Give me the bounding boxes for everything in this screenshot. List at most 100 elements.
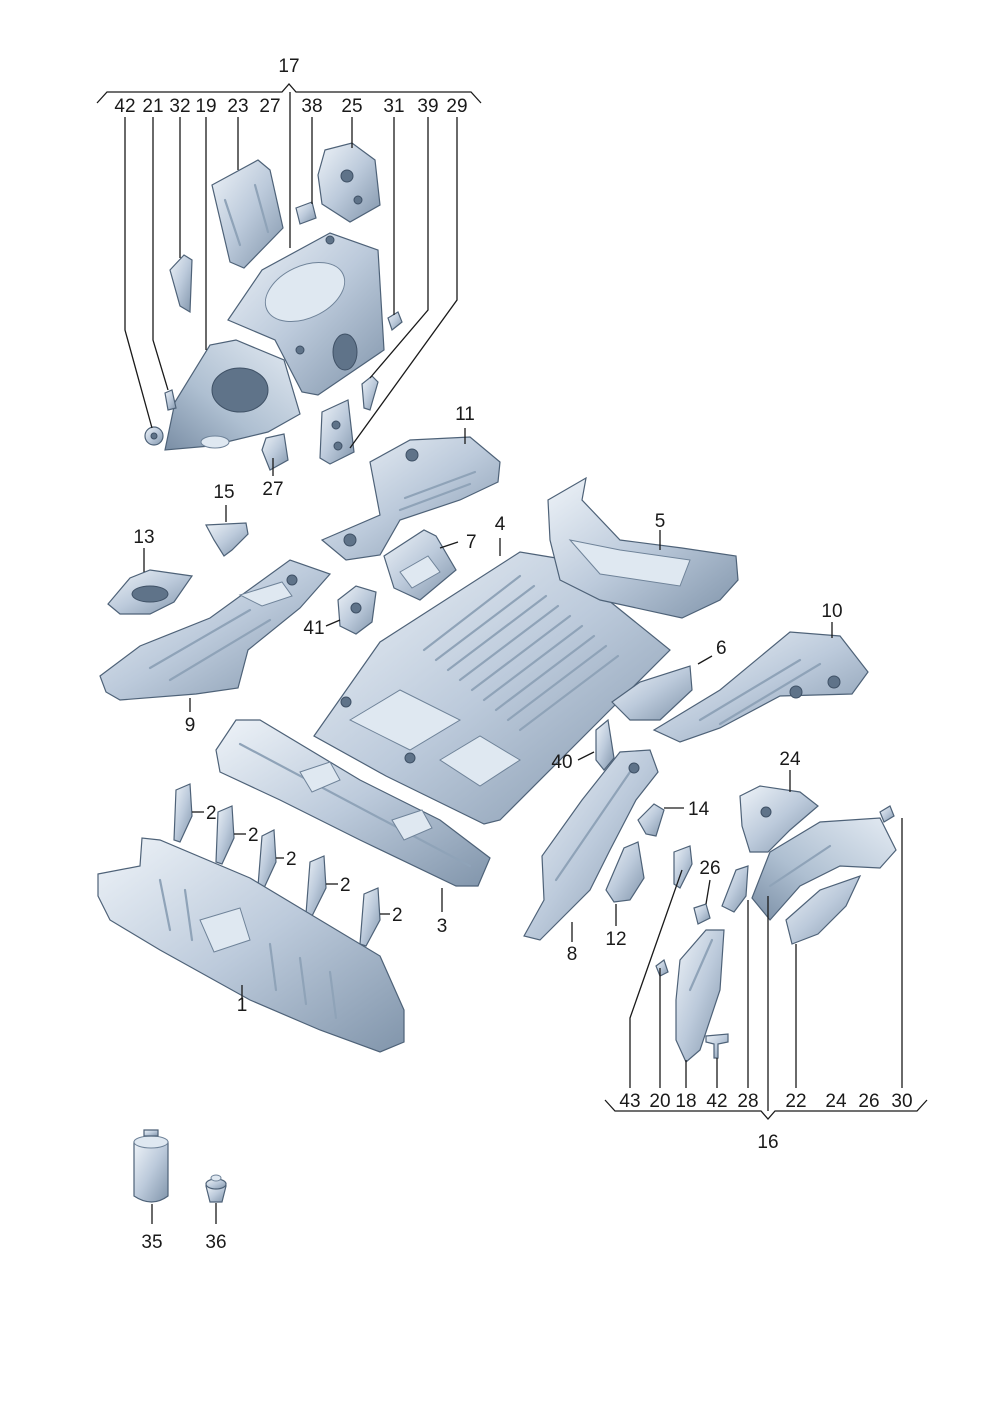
part-43-clip	[673, 845, 693, 889]
label-1: 1	[237, 995, 248, 1016]
label-2d: 2	[340, 875, 351, 896]
label-2c: 2	[286, 849, 297, 870]
label-27-cap: 27	[262, 479, 283, 500]
group-label-16: 16	[757, 1132, 778, 1153]
label-2b: 2	[248, 825, 259, 846]
part-31-clip	[387, 311, 403, 332]
label-7: 7	[466, 532, 477, 553]
part-4-floor-pan	[313, 538, 671, 825]
label-40: 40	[551, 752, 572, 773]
part-13-bracket	[107, 548, 194, 615]
top-leader-lines	[124, 92, 458, 476]
label-38: 38	[301, 96, 322, 117]
part-10-side-panel	[652, 622, 869, 743]
part-18-panel	[675, 929, 725, 1063]
part-8-side-member-right	[523, 749, 659, 942]
part-27-cap	[261, 433, 289, 471]
label-3: 3	[437, 916, 448, 937]
part-36-plug	[205, 1174, 227, 1224]
label-27-top: 27	[259, 96, 280, 117]
label-26-mid: 26	[699, 858, 720, 879]
label-42-bottom: 42	[706, 1091, 727, 1112]
label-12: 12	[605, 929, 626, 950]
part-15-bracket	[205, 505, 249, 557]
label-28: 28	[737, 1091, 758, 1112]
label-14: 14	[688, 799, 710, 820]
part-22-inner-arch	[785, 874, 862, 945]
part-11-shape	[320, 436, 501, 561]
floor-ribs	[422, 574, 620, 732]
label-41: 41	[303, 618, 324, 639]
part-2b	[215, 805, 235, 865]
part-40-bracket	[577, 718, 615, 771]
label-21: 21	[142, 96, 163, 117]
wheel-housing-assembly-right	[655, 770, 897, 1063]
part-23-panel	[211, 159, 284, 269]
label-22: 22	[785, 1091, 806, 1112]
group-label-17: 17	[278, 56, 299, 77]
label-6: 6	[716, 638, 727, 659]
part-25-bracket	[317, 142, 381, 223]
part-12-bracket	[605, 841, 645, 926]
part-7-bracket	[383, 529, 459, 601]
part-6-bracket	[611, 655, 713, 721]
part-2e	[359, 887, 381, 947]
bottom-leader-lines	[629, 818, 903, 1111]
label-42-top: 42	[114, 96, 135, 117]
part-11-floor-section	[320, 428, 501, 561]
label-8: 8	[567, 944, 578, 965]
part-26-small	[693, 903, 711, 925]
label-2a: 2	[206, 803, 217, 824]
label-32: 32	[169, 96, 190, 117]
label-23: 23	[227, 96, 248, 117]
label-39: 39	[417, 96, 438, 117]
wheel-housing-assembly-left	[144, 142, 403, 471]
label-31: 31	[383, 96, 404, 117]
label-20: 20	[649, 1091, 670, 1112]
part-41-bracket	[325, 585, 377, 635]
part-39-hook	[361, 375, 379, 411]
part-5-wheel-well	[547, 476, 739, 619]
label-10: 10	[821, 601, 842, 622]
part-29-bracket	[319, 399, 355, 465]
part-20-small	[655, 959, 669, 977]
part-14-clip	[637, 803, 684, 837]
label-13: 13	[133, 527, 154, 548]
label-4: 4	[495, 514, 506, 535]
part-38-clip	[295, 201, 317, 225]
part-24-wheel-arch	[751, 817, 897, 921]
label-30: 30	[891, 1091, 912, 1112]
label-35: 35	[141, 1232, 162, 1253]
label-19: 19	[195, 96, 216, 117]
part-2d	[305, 855, 327, 917]
part-3-crossmember	[215, 719, 491, 912]
label-36: 36	[205, 1232, 226, 1253]
label-29: 29	[446, 96, 467, 117]
part-32-bracket	[169, 254, 193, 314]
label-15: 15	[213, 482, 234, 503]
part-35-can	[133, 1129, 169, 1224]
label-5: 5	[655, 511, 666, 532]
part-42-bolt	[705, 1033, 729, 1059]
label-9: 9	[185, 715, 196, 736]
label-11: 11	[455, 404, 475, 425]
label-18: 18	[675, 1091, 696, 1112]
part-30-clip	[879, 805, 895, 823]
part-21-bolt	[164, 389, 177, 411]
label-43: 43	[619, 1091, 640, 1112]
part-28-bracket	[721, 865, 749, 913]
part-2-brackets	[173, 783, 390, 947]
part-1-rear-panel	[97, 837, 405, 1053]
part-24-bracket	[739, 785, 819, 853]
part-2a	[173, 783, 193, 843]
label-25: 25	[341, 96, 362, 117]
label-24-top: 24	[779, 749, 801, 770]
label-24-bottom: 24	[825, 1091, 847, 1112]
bottom-group-bracket: 16	[604, 1099, 928, 1153]
bottom-labels: 43 20 18 42 28 22 24 26 30	[619, 1091, 912, 1112]
label-2e: 2	[392, 905, 403, 926]
label-26-bottom: 26	[858, 1091, 879, 1112]
top-labels: 42 21 32 19 23 27 38 25 31 39 29	[114, 96, 467, 117]
part-2c	[257, 829, 277, 889]
